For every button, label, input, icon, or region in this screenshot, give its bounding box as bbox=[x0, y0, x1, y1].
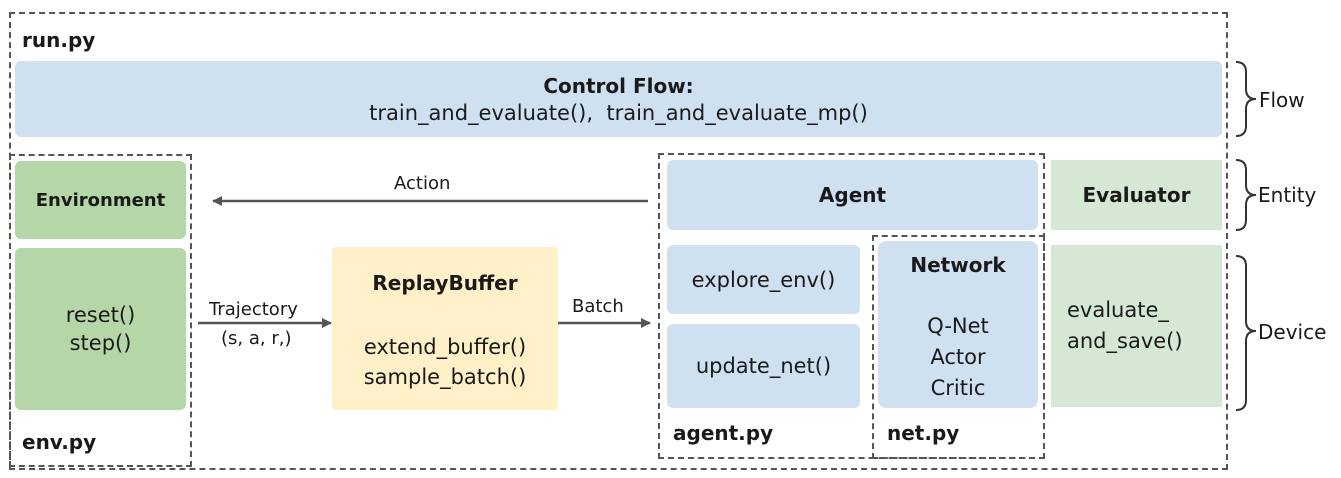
network-item: Actor bbox=[930, 345, 986, 369]
replay-buffer-method: sample_batch() bbox=[363, 365, 527, 389]
control-flow-box: Control Flow: train_and_evaluate(), trai… bbox=[15, 61, 1222, 137]
net-py-label: net.py bbox=[887, 421, 960, 445]
agent-py-label: agent.py bbox=[673, 421, 774, 445]
trajectory-label: Trajectory bbox=[209, 299, 298, 320]
control-flow-title: Control Flow: bbox=[543, 73, 694, 98]
entity-brace bbox=[1235, 159, 1257, 231]
device-brace bbox=[1235, 255, 1257, 411]
action-label: Action bbox=[394, 173, 451, 194]
environment-method: step() bbox=[69, 331, 132, 355]
evaluator-box: Evaluator bbox=[1051, 160, 1222, 230]
trajectory-tuple-label: (s, a, r,) bbox=[221, 328, 292, 349]
net-py-container bbox=[872, 235, 1045, 459]
network-item: Q-Net bbox=[927, 314, 989, 338]
environment-methods-box: reset() step() bbox=[15, 248, 186, 410]
agent-explore-box: explore_env() bbox=[667, 245, 860, 314]
env-py-container bbox=[9, 154, 192, 467]
control-flow-functions: train_and_evaluate(), train_and_evaluate… bbox=[369, 100, 868, 125]
agent-method-explore: explore_env() bbox=[691, 267, 836, 292]
replay-buffer-method: extend_buffer() bbox=[363, 335, 527, 359]
environment-box: Environment bbox=[15, 161, 186, 239]
agent-box: Agent bbox=[667, 160, 1038, 230]
environment-title: Environment bbox=[35, 189, 166, 211]
run-py-label: run.py bbox=[22, 28, 96, 52]
flow-brace bbox=[1235, 61, 1257, 137]
replay-buffer-box: ReplayBuffer extend_buffer() sample_batc… bbox=[332, 247, 558, 410]
flow-level-label: Flow bbox=[1259, 88, 1305, 112]
network-box: Network Q-Net Actor Critic bbox=[878, 241, 1038, 408]
replay-buffer-title: ReplayBuffer bbox=[372, 271, 518, 295]
evaluator-method: evaluate_ bbox=[1067, 298, 1169, 322]
agent-title: Agent bbox=[818, 183, 887, 207]
env-py-label: env.py bbox=[22, 430, 97, 454]
batch-label: Batch bbox=[572, 296, 624, 317]
network-item: Critic bbox=[930, 376, 986, 400]
entity-level-label: Entity bbox=[1258, 183, 1317, 207]
agent-method-update: update_net() bbox=[695, 354, 832, 378]
environment-method: reset() bbox=[65, 303, 136, 327]
network-title: Network bbox=[910, 253, 1006, 277]
evaluator-method: and_save() bbox=[1067, 329, 1183, 353]
device-level-label: Device bbox=[1258, 320, 1327, 344]
agent-update-box: update_net() bbox=[667, 324, 860, 408]
evaluator-title: Evaluator bbox=[1082, 183, 1191, 207]
evaluator-methods-box: evaluate_ and_save() bbox=[1051, 245, 1222, 407]
